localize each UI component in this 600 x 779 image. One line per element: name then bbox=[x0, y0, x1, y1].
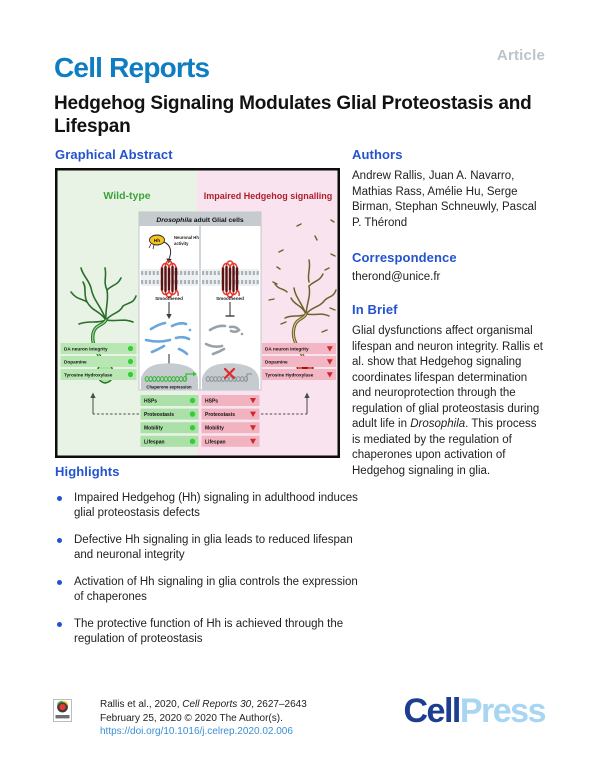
svg-text:HSPs: HSPs bbox=[144, 399, 157, 405]
smoothened-receptor-left bbox=[160, 260, 179, 298]
down-indicator bbox=[250, 438, 256, 445]
blocked-x-icon bbox=[223, 367, 236, 380]
svg-text:activity: activity bbox=[174, 241, 189, 246]
impaired-title: Impaired Hedgehog signalling bbox=[204, 191, 333, 201]
svg-text:Mobility: Mobility bbox=[144, 426, 163, 432]
chaperone-expression-label: Chaperone expression bbox=[146, 385, 192, 390]
wildtype-outcome-list: HSPs Proteostasis Mobility Lifespan bbox=[140, 395, 199, 447]
glial-panel-header bbox=[139, 212, 261, 226]
up-indicator bbox=[189, 438, 196, 444]
smoothened-label-right: Smoothened bbox=[216, 296, 244, 301]
figure-border bbox=[55, 168, 340, 458]
up-indicator bbox=[189, 425, 196, 431]
highlight-item: The protective function of Hh is achieve… bbox=[55, 617, 360, 647]
svg-text:Dopamine: Dopamine bbox=[265, 360, 288, 365]
citation-line2: February 25, 2020 © 2020 The Author(s). bbox=[100, 712, 283, 724]
impaired-outcome-list: HSPs Proteostasis Mobility Lifespan bbox=[201, 395, 260, 447]
doi-link[interactable]: https://doi.org/10.1016/j.celrep.2020.02… bbox=[100, 726, 293, 737]
journal-logo: Cell Reports bbox=[54, 52, 210, 83]
graphical-abstract-figure: Wild-type Impaired Hedgehog signalling bbox=[55, 168, 340, 458]
neuronal-activity-label: Neuronal Hh bbox=[174, 235, 199, 240]
neuron-fragments bbox=[268, 219, 336, 333]
down-indicator bbox=[250, 411, 256, 417]
up-indicator bbox=[127, 345, 134, 352]
highlight-text: Impaired Hedgehog (Hh) signaling in adul… bbox=[74, 492, 358, 519]
down-indicator bbox=[326, 346, 333, 352]
check-for-updates-badge[interactable] bbox=[53, 699, 72, 727]
impaired-status-list: DA neuron integrity Dopamine Tyrosine Hy… bbox=[262, 343, 336, 380]
in-brief-text: Glial dysfunctions affect organismal lif… bbox=[352, 325, 543, 477]
down-indicator bbox=[250, 398, 256, 404]
folded-proteins bbox=[144, 321, 191, 356]
dna-active bbox=[144, 375, 188, 383]
highlights-heading: Highlights bbox=[55, 464, 120, 479]
svg-text:Hh: Hh bbox=[154, 238, 160, 244]
graphical-abstract-svg: Wild-type Impaired Hedgehog signalling bbox=[55, 168, 340, 458]
svg-text:DA neuron integrity: DA neuron integrity bbox=[265, 347, 309, 352]
svg-text:HSPs: HSPs bbox=[205, 399, 218, 405]
glial-panel-title: Drosophila adult Glial cells bbox=[156, 217, 243, 224]
highlight-item: Activation of Hh signaling in glia contr… bbox=[55, 575, 360, 605]
species-name-italic: Drosophila bbox=[410, 418, 466, 430]
wildtype-status-list: DA neuron integrity Dopamine Tyrosine Hy… bbox=[60, 343, 137, 380]
badge-center bbox=[59, 703, 66, 711]
highlight-text: Activation of Hh signaling in glia contr… bbox=[74, 576, 358, 603]
correspondence-email-link[interactable]: therond@unice.fr bbox=[352, 271, 441, 283]
authors-names: Andrew Rallis, Juan A. Navarro, Mathias … bbox=[352, 170, 537, 229]
transcription-start-arrow bbox=[185, 373, 193, 381]
misfolded-proteins bbox=[204, 324, 241, 356]
svg-text:Tyrosine Hydroxylase: Tyrosine Hydroxylase bbox=[265, 373, 314, 378]
feedback-connector-left bbox=[90, 392, 139, 415]
highlight-item: Impaired Hedgehog (Hh) signaling in adul… bbox=[55, 491, 360, 521]
up-indicator bbox=[189, 397, 196, 404]
up-indicator bbox=[189, 411, 196, 417]
up-indicator bbox=[127, 358, 134, 365]
authors-heading: Authors bbox=[352, 147, 403, 162]
smoothened-label-left: Smoothened bbox=[155, 296, 183, 301]
down-indicator bbox=[326, 359, 333, 365]
wildtype-title: Wild-type bbox=[103, 190, 150, 202]
highlight-text: Defective Hh signaling in glia leads to … bbox=[74, 534, 353, 561]
cellpress-logo-cell: Cell bbox=[403, 692, 462, 730]
citation-line1: Rallis et al., 2020, Cell Reports 30, 26… bbox=[100, 699, 307, 710]
up-indicator bbox=[127, 371, 134, 378]
article-type-label: Article bbox=[496, 47, 545, 64]
journal-volume-italic: Cell Reports 30 bbox=[182, 699, 252, 710]
svg-text:Proteostasis: Proteostasis bbox=[144, 412, 174, 418]
svg-text:Proteostasis: Proteostasis bbox=[205, 412, 235, 418]
svg-text:Lifespan: Lifespan bbox=[144, 439, 165, 445]
down-indicator bbox=[326, 372, 333, 378]
in-brief-heading: In Brief bbox=[352, 302, 398, 317]
page-title: Hedgehog Signaling Modulates Glial Prote… bbox=[54, 93, 532, 137]
svg-text:Mobility: Mobility bbox=[205, 426, 224, 432]
hh-to-receptor-arrow bbox=[163, 241, 172, 260]
hh-ligand: Hh bbox=[148, 234, 165, 250]
cellpress-logo-press: Press bbox=[459, 692, 547, 730]
svg-text:Dopamine: Dopamine bbox=[64, 360, 87, 365]
bullet-icon bbox=[57, 579, 62, 585]
badge-text-bar bbox=[55, 715, 70, 719]
svg-text:DA neuron integrity: DA neuron integrity bbox=[64, 347, 108, 352]
correspondence-heading: Correspondence bbox=[352, 250, 457, 265]
graphical-abstract-heading: Graphical Abstract bbox=[55, 147, 173, 162]
summary-column: Authors Andrew Rallis, Juan A. Navarro, … bbox=[352, 147, 548, 479]
highlight-text: The protective function of Hh is achieve… bbox=[74, 618, 344, 645]
down-indicator bbox=[250, 425, 256, 431]
bullet-icon bbox=[57, 495, 62, 501]
citation-block: Rallis et al., 2020, Cell Reports 30, 26… bbox=[100, 698, 307, 739]
feedback-connector-right bbox=[261, 392, 310, 415]
smoothened-receptor-right bbox=[221, 260, 240, 298]
bullet-icon bbox=[57, 537, 62, 543]
svg-text:Lifespan: Lifespan bbox=[205, 439, 226, 445]
svg-text:Tyrosine Hydroxylase: Tyrosine Hydroxylase bbox=[64, 373, 113, 378]
bullet-icon bbox=[57, 621, 62, 627]
highlight-item: Defective Hh signaling in glia leads to … bbox=[55, 533, 360, 563]
highlights-section: Highlights Impaired Hedgehog (Hh) signal… bbox=[55, 464, 360, 647]
cellpress-logo: CellPress bbox=[403, 692, 547, 731]
